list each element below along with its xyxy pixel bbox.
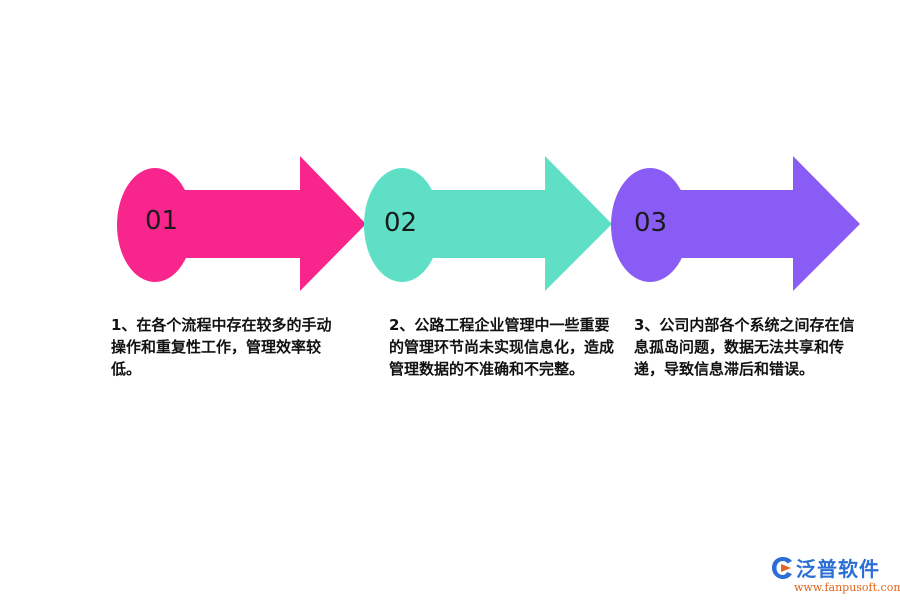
brand-name: 泛普软件 bbox=[796, 557, 880, 581]
step-1-circle bbox=[117, 168, 193, 282]
brand-url: www.fanpusoft.com bbox=[794, 581, 900, 594]
step-1-number: 01 bbox=[145, 206, 178, 236]
step-2-arrow: 02 bbox=[364, 156, 612, 291]
fanpu-logo-icon bbox=[772, 557, 792, 579]
step-2-circle bbox=[364, 168, 440, 282]
step-1-arrow: 01 bbox=[117, 156, 366, 291]
step-1-arrow-shape bbox=[150, 156, 366, 291]
step-3-description: 3、公司内部各个系统之间存在信息孤岛问题，数据无法共享和传递，导致信息滞后和错误… bbox=[634, 316, 855, 378]
step-3-circle bbox=[611, 168, 689, 282]
step-1-description: 1、在各个流程中存在较多的手动操作和重复性工作，管理效率较低。 bbox=[111, 316, 332, 378]
brand-logo: 泛普软件 www.fanpusoft.com bbox=[770, 553, 900, 597]
step-3-arrow-shape bbox=[650, 156, 860, 291]
step-2-arrow-shape bbox=[400, 156, 612, 291]
step-2-description: 2、公路工程企业管理中一些重要的管理环节尚未实现信息化，造成管理数据的不准确和不… bbox=[389, 316, 615, 378]
step-2-number: 02 bbox=[384, 208, 417, 238]
step-3-arrow: 03 bbox=[611, 156, 860, 291]
step-3-number: 03 bbox=[634, 208, 667, 238]
